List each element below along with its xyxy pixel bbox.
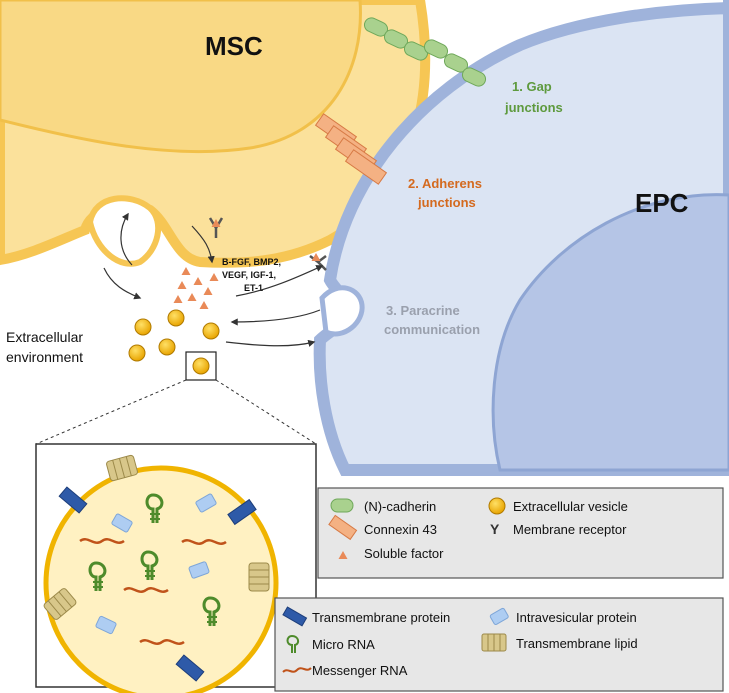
- connexin-cluster: [314, 113, 388, 185]
- adherens-line1: 2. Adherens: [408, 176, 482, 191]
- iv-protein-swatch: [489, 607, 509, 625]
- flow-arrows: [103, 212, 324, 347]
- legend-bottom: Transmembrane protein Micro RNA Messenge…: [274, 597, 724, 692]
- legend-micro-rna: Micro RNA: [312, 637, 375, 652]
- epc-nucleus: [491, 193, 729, 472]
- factors-line1: B-FGF, BMP2,: [222, 257, 281, 267]
- extracellular-vesicles: [128, 309, 220, 375]
- connexin-swatch: [328, 514, 358, 541]
- epc-label: EPC: [635, 188, 689, 218]
- gap-junctions-line1: 1. Gap: [512, 79, 552, 94]
- n-cadherin-cluster: [363, 17, 487, 87]
- n-cadherin-swatch: [330, 498, 354, 513]
- msc-nucleus: [0, 0, 362, 154]
- legend-soluble: Soluble factor: [364, 546, 444, 561]
- legend-receptor: Membrane receptor: [513, 522, 627, 537]
- zoom-selector: [185, 351, 217, 381]
- epc-cell: [313, 0, 729, 476]
- receptor-swatch: Y: [490, 521, 500, 537]
- legend-n-cadherin: (N)-cadherin: [364, 499, 436, 514]
- extracellular-line2: environment: [6, 349, 83, 365]
- legend-mrna: Messenger RNA: [312, 663, 408, 678]
- tm-protein-swatch: [282, 606, 308, 627]
- legend-tm-protein: Transmembrane protein: [312, 610, 450, 625]
- soluble-factor-cluster: [173, 267, 219, 309]
- gap-junctions-line2: junctions: [504, 100, 563, 115]
- factors-line3: ET-1: [244, 283, 263, 293]
- mirna-swatch: [286, 634, 300, 653]
- membrane-receptor: [208, 217, 224, 238]
- msc-cell: [0, 0, 431, 268]
- msc-label: MSC: [205, 31, 263, 61]
- zoom-lines: [35, 379, 317, 445]
- legend-vesicle: Extracellular vesicle: [513, 499, 628, 514]
- adherens-line2: junctions: [417, 195, 476, 210]
- paracrine-line1: 3. Paracrine: [386, 303, 460, 318]
- paracrine-line2: communication: [384, 322, 480, 337]
- legend-connexin: Connexin 43: [364, 522, 437, 537]
- legend-top: (N)-cadherin Connexin 43 Soluble factor …: [317, 487, 724, 579]
- mrna-swatch: [282, 667, 312, 673]
- legend-tm-lipid: Transmembrane lipid: [516, 636, 638, 651]
- lipid-swatch: [481, 633, 507, 652]
- legend-iv-protein: Intravesicular protein: [516, 610, 637, 625]
- factors-line2: VEGF, IGF-1,: [222, 270, 276, 280]
- vesicle-zoom-panel: [35, 443, 317, 693]
- vesicle-swatch: [488, 497, 506, 515]
- extracellular-line1: Extracellular: [6, 329, 83, 345]
